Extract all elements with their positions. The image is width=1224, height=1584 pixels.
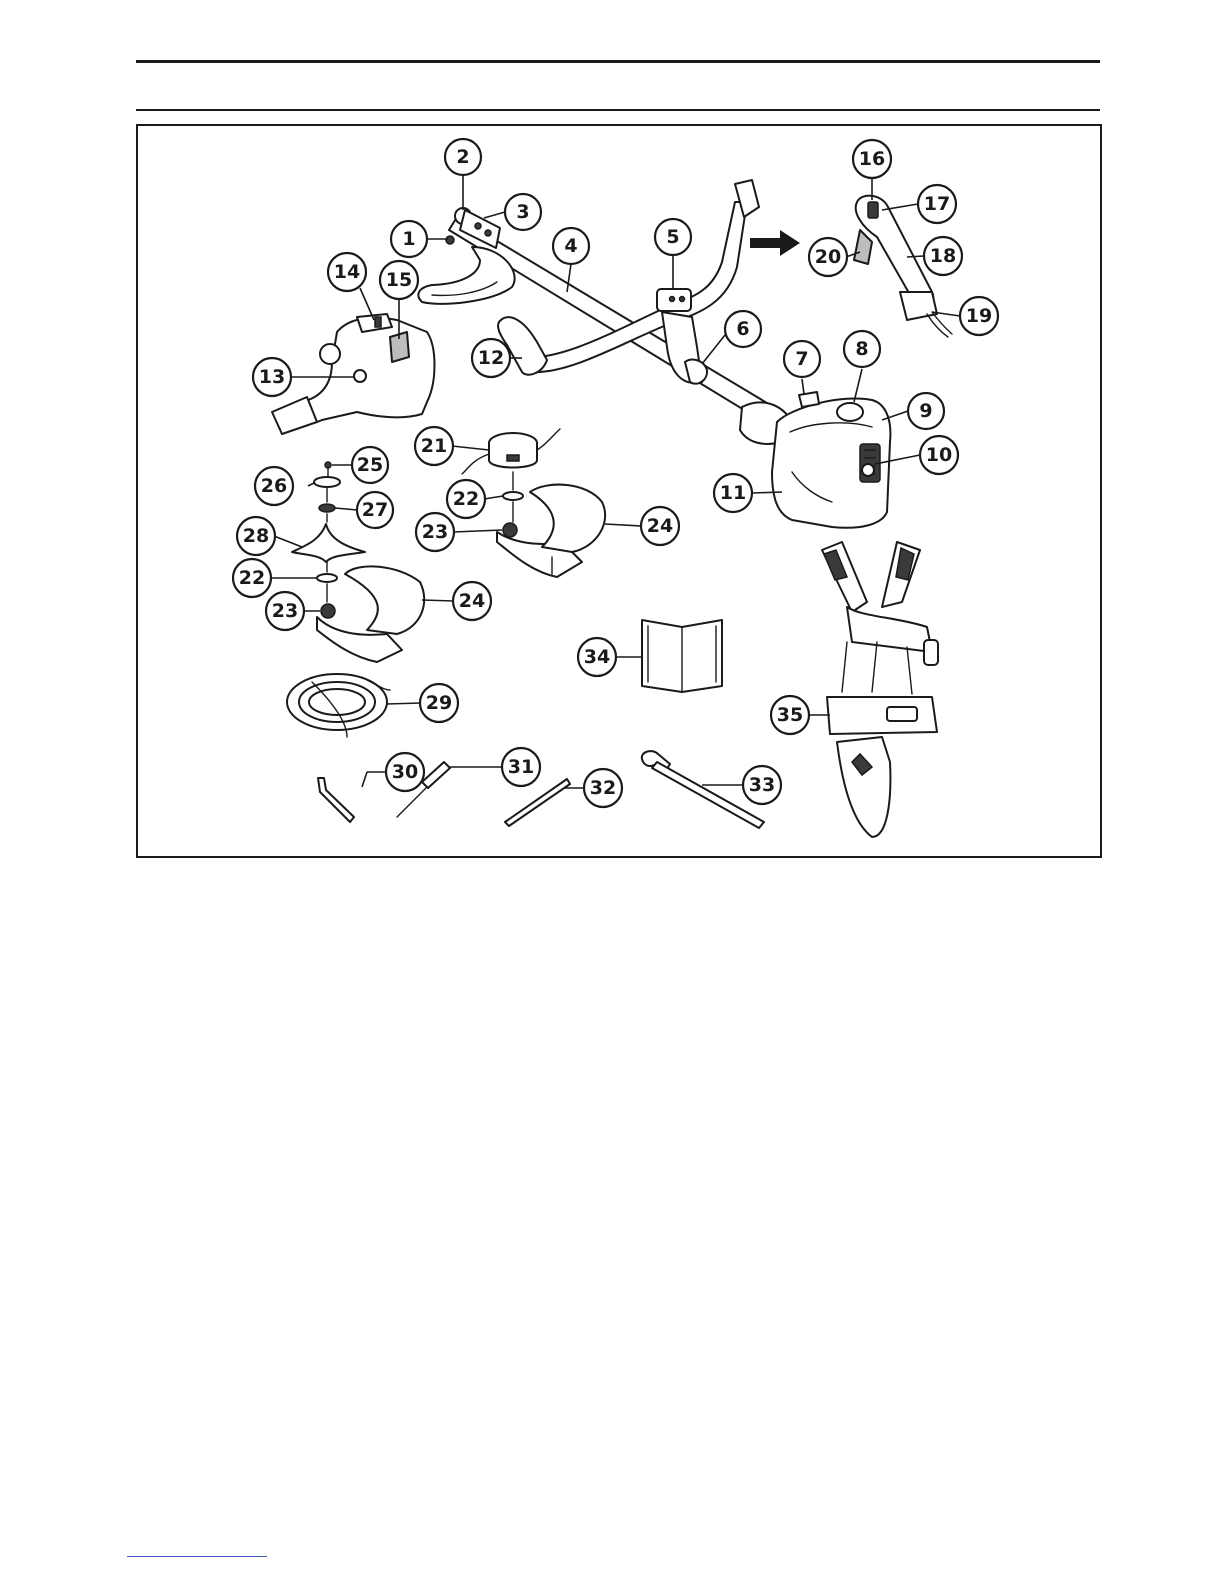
callout-19: 19 <box>960 297 998 335</box>
callout-18: 18 <box>924 237 962 275</box>
callout-23: 23 <box>416 513 454 551</box>
callout-30: 30 <box>386 753 424 791</box>
svg-text:3: 3 <box>516 201 529 223</box>
svg-text:7: 7 <box>795 348 808 370</box>
parts-diagram-frame: 1 2 3 4 5 6 7 8 9 10 11 12 13 14 15 16 1… <box>136 124 1102 858</box>
callout-10: 10 <box>920 436 958 474</box>
callout-7: 7 <box>784 341 820 377</box>
engine-side-view <box>272 314 435 434</box>
svg-text:22: 22 <box>239 567 265 589</box>
callout-14: 14 <box>328 253 366 291</box>
callout-13: 13 <box>253 358 291 396</box>
svg-text:19: 19 <box>966 305 992 327</box>
callout-11: 11 <box>714 474 752 512</box>
callout-34: 34 <box>578 638 616 676</box>
callout-6: 6 <box>725 311 761 347</box>
callout-22-blade: 22 <box>233 559 271 597</box>
callout-20: 20 <box>809 238 847 276</box>
callout-33: 33 <box>743 766 781 804</box>
callout-35: 35 <box>771 696 809 734</box>
svg-text:14: 14 <box>334 261 360 283</box>
svg-text:5: 5 <box>666 226 679 248</box>
callout-25: 25 <box>352 447 388 483</box>
svg-text:11: 11 <box>720 482 746 504</box>
svg-text:26: 26 <box>261 475 287 497</box>
svg-text:2: 2 <box>456 146 469 168</box>
callout-21: 21 <box>415 427 453 465</box>
parts-diagram: 1 2 3 4 5 6 7 8 9 10 11 12 13 14 15 16 1… <box>138 126 1100 856</box>
harness <box>822 542 938 837</box>
header-rule-second <box>136 109 1100 111</box>
callout-32: 32 <box>584 769 622 807</box>
callout-12: 12 <box>472 339 510 377</box>
svg-text:9: 9 <box>919 400 932 422</box>
callout-2: 2 <box>445 139 481 175</box>
callout-23-blade: 23 <box>266 592 304 630</box>
svg-text:8: 8 <box>855 338 868 360</box>
transport-guard <box>287 674 390 737</box>
svg-text:23: 23 <box>422 521 448 543</box>
svg-text:20: 20 <box>815 246 841 268</box>
svg-text:25: 25 <box>357 454 383 476</box>
svg-text:29: 29 <box>426 692 452 714</box>
header-rule-top <box>136 60 1100 63</box>
callout-28: 28 <box>237 517 275 555</box>
svg-text:33: 33 <box>749 774 775 796</box>
svg-text:4: 4 <box>564 235 577 257</box>
callout-22: 22 <box>447 480 485 518</box>
callout-16: 16 <box>853 140 891 178</box>
callout-8: 8 <box>844 331 880 367</box>
callout-15: 15 <box>380 261 418 299</box>
svg-text:17: 17 <box>924 193 950 215</box>
arrow-right-icon <box>750 230 800 256</box>
callout-27: 27 <box>357 492 393 528</box>
engine-unit <box>740 392 890 528</box>
callout-24: 24 <box>641 507 679 545</box>
callout-24-blade: 24 <box>453 582 491 620</box>
svg-text:22: 22 <box>453 488 479 510</box>
svg-text:15: 15 <box>386 269 412 291</box>
callout-1: 1 <box>391 221 427 257</box>
gear-head-with-guard <box>418 208 514 304</box>
callout-3: 3 <box>505 194 541 230</box>
callout-5: 5 <box>655 219 691 255</box>
svg-text:27: 27 <box>362 499 388 521</box>
blade-kit <box>292 462 424 662</box>
callout-31: 31 <box>502 748 540 786</box>
svg-text:32: 32 <box>590 777 616 799</box>
svg-text:31: 31 <box>508 756 534 778</box>
callout-17: 17 <box>918 185 956 223</box>
svg-text:18: 18 <box>930 245 956 267</box>
tools <box>318 751 764 828</box>
svg-text:30: 30 <box>392 761 418 783</box>
svg-text:21: 21 <box>421 435 447 457</box>
svg-text:34: 34 <box>584 646 610 668</box>
callout-4: 4 <box>553 228 589 264</box>
svg-text:16: 16 <box>859 148 885 170</box>
footnote-rule <box>127 1556 267 1557</box>
svg-text:24: 24 <box>647 515 673 537</box>
callout-26: 26 <box>255 467 293 505</box>
callout-29: 29 <box>420 684 458 722</box>
svg-text:13: 13 <box>259 366 285 388</box>
svg-text:10: 10 <box>926 444 952 466</box>
svg-text:23: 23 <box>272 600 298 622</box>
svg-text:1: 1 <box>402 228 415 250</box>
svg-text:24: 24 <box>459 590 485 612</box>
callout-9: 9 <box>908 393 944 429</box>
manual-book-icon <box>642 620 722 692</box>
svg-text:35: 35 <box>777 704 803 726</box>
svg-text:12: 12 <box>478 347 504 369</box>
svg-text:6: 6 <box>736 318 749 340</box>
svg-text:28: 28 <box>243 525 269 547</box>
